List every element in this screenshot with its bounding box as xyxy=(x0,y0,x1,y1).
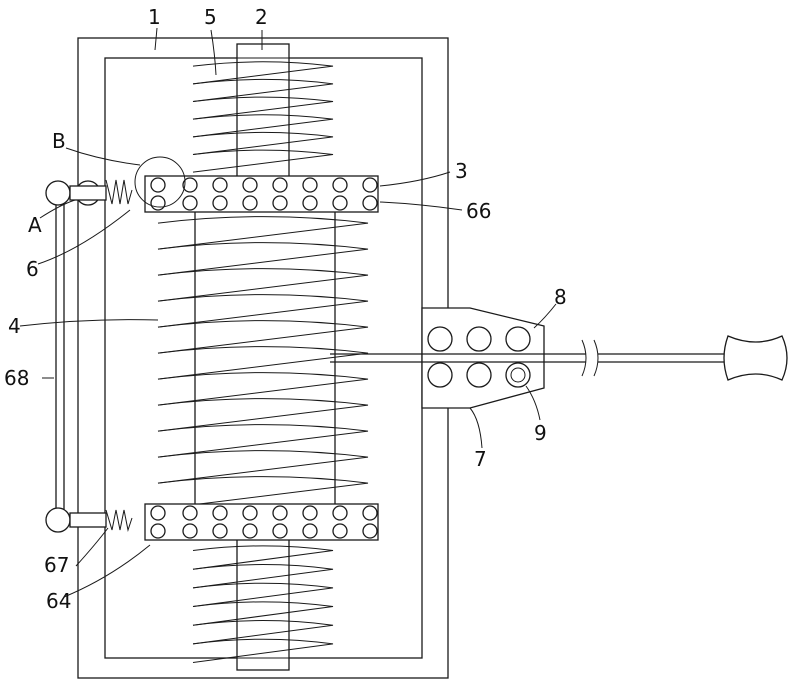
ball xyxy=(303,178,317,192)
ball xyxy=(243,178,257,192)
label-5: 5 xyxy=(204,5,217,29)
label-68: 68 xyxy=(4,366,29,390)
ball xyxy=(333,524,347,538)
ball xyxy=(273,506,287,520)
ball xyxy=(273,178,287,192)
upper-clamp-bar xyxy=(145,176,378,212)
ball xyxy=(303,524,317,538)
ball xyxy=(363,196,377,210)
label-8: 8 xyxy=(554,285,567,309)
handle-grip xyxy=(724,336,787,380)
ball xyxy=(183,524,197,538)
label-b: B xyxy=(52,129,66,153)
ball xyxy=(151,524,165,538)
ball xyxy=(303,506,317,520)
label-3: 3 xyxy=(455,159,468,183)
label-4: 4 xyxy=(8,314,21,338)
label-67: 67 xyxy=(44,553,69,577)
ball xyxy=(243,506,257,520)
ball xyxy=(151,196,165,210)
ball xyxy=(243,524,257,538)
slider-block xyxy=(422,308,544,408)
ball xyxy=(273,196,287,210)
ball xyxy=(363,178,377,192)
middle-body xyxy=(195,200,335,505)
ball xyxy=(213,178,227,192)
ball xyxy=(333,178,347,192)
ball xyxy=(151,178,165,192)
ball xyxy=(213,506,227,520)
ball xyxy=(363,524,377,538)
ball xyxy=(333,506,347,520)
label-2: 2 xyxy=(255,5,268,29)
ball xyxy=(243,196,257,210)
ball xyxy=(273,524,287,538)
ball xyxy=(363,506,377,520)
label-64: 64 xyxy=(46,589,71,613)
ball xyxy=(213,524,227,538)
ball xyxy=(183,196,197,210)
ball xyxy=(183,506,197,520)
handle-rod xyxy=(330,336,787,380)
label-66: 66 xyxy=(466,199,491,223)
ball xyxy=(333,196,347,210)
lower-clamp-bar xyxy=(145,504,378,540)
ball xyxy=(151,506,165,520)
label-9: 9 xyxy=(534,421,547,445)
label-a: A xyxy=(28,213,42,237)
label-7: 7 xyxy=(474,447,487,471)
ball xyxy=(303,196,317,210)
label-6: 6 xyxy=(26,257,39,281)
ball xyxy=(213,196,227,210)
label-1: 1 xyxy=(148,5,161,29)
side-linkage xyxy=(46,180,132,532)
